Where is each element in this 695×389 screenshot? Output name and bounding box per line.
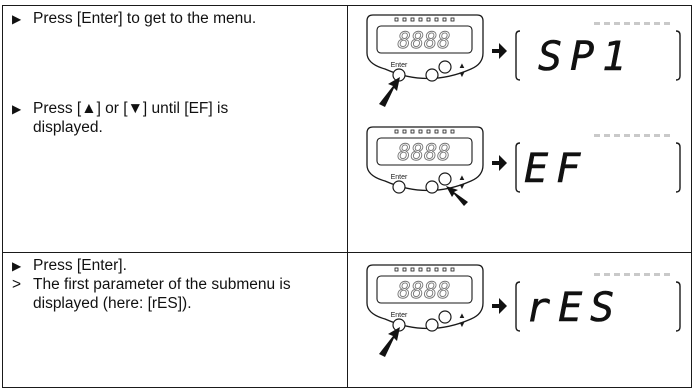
up-arrow-icon: ▲ [458,173,466,182]
down-arrow-icon: ▼ [458,320,466,329]
pointer-arrow-icon [492,298,507,314]
display-sp1: SP1 [515,22,681,81]
down-arrow-icon: ▼ [458,70,466,79]
device-illustration: 8888 Enter ▲ ▼ [366,264,484,357]
down-button[interactable] [425,318,439,332]
device-figure-top: 8888 Enter ▲ ▼ SP1 [366,14,681,206]
display-placeholder: 8888 [398,29,451,54]
device-display [376,137,473,166]
step-text: Press [Enter] to get to the menu. [33,10,257,27]
table-row: ▶ Press [Enter]. > The first parameter o… [2,252,692,388]
display-text: SP1 [538,34,634,80]
display-text: rES [526,285,622,331]
hand-pointer-icon [379,77,400,107]
display-text: EF [524,146,588,192]
device-display [376,25,473,54]
pointer-arrow-icon [492,155,507,171]
step-bullet: ▶ [12,102,22,116]
instruction-table: ▶ Press [Enter] to get to the menu. ▶ Pr… [2,5,692,388]
figure-cell: 8888 Enter ▲ ▼ rES [347,252,692,388]
device-display [376,275,473,304]
step-text: Press [▲] or [▼] until [EF] is [33,100,229,117]
display-placeholder: 8888 [398,141,451,166]
up-arrow-icon: ▲ [458,61,466,70]
step-text: Press [Enter]. [33,257,127,274]
enter-label: Enter [391,62,408,69]
up-button[interactable] [438,310,452,324]
step-text-continued: displayed (here: [rES]). [33,295,192,312]
step-bullet: ▶ [12,12,22,26]
up-button[interactable] [438,172,452,186]
up-button[interactable] [438,60,452,74]
hand-pointer-icon [446,186,468,206]
device-illustration: 8888 Enter ▲ ▼ [366,126,484,206]
enter-button[interactable] [392,180,406,194]
hand-pointer-icon [379,327,400,357]
display-res: rES [515,273,681,332]
down-arrow-icon: ▼ [458,182,466,191]
instruction-cell: ▶ Press [Enter] to get to the menu. ▶ Pr… [2,5,348,253]
step-bullet: ▶ [12,259,22,273]
figure-cell: 8888 Enter ▲ ▼ SP1 [347,5,692,253]
step-4: > The first parameter of the submenu is [12,275,291,294]
display-placeholder: 8888 [398,279,451,304]
step-2: ▶ Press [▲] or [▼] until [EF] is [12,99,228,119]
enter-label: Enter [391,174,408,181]
table-row: ▶ Press [Enter] to get to the menu. ▶ Pr… [2,5,692,253]
result-marker: > [12,276,22,293]
led-row [394,17,455,22]
down-button[interactable] [425,68,439,82]
led-row [394,129,455,134]
device-figure-bottom: 8888 Enter ▲ ▼ rES [366,264,681,357]
step-3: ▶ Press [Enter]. [12,256,127,276]
step-1: ▶ Press [Enter] to get to the menu. [12,9,256,29]
step-text-continued: displayed. [33,119,103,136]
display-ef: EF [515,134,681,193]
device-illustration: 8888 Enter ▲ ▼ [366,14,484,107]
down-button[interactable] [425,180,439,194]
step-text: The first parameter of the submenu is [33,276,291,293]
instruction-cell: ▶ Press [Enter]. > The first parameter o… [2,252,348,388]
pointer-arrow-icon [492,43,507,59]
led-row [394,267,455,272]
enter-label: Enter [391,312,408,319]
up-arrow-icon: ▲ [458,311,466,320]
